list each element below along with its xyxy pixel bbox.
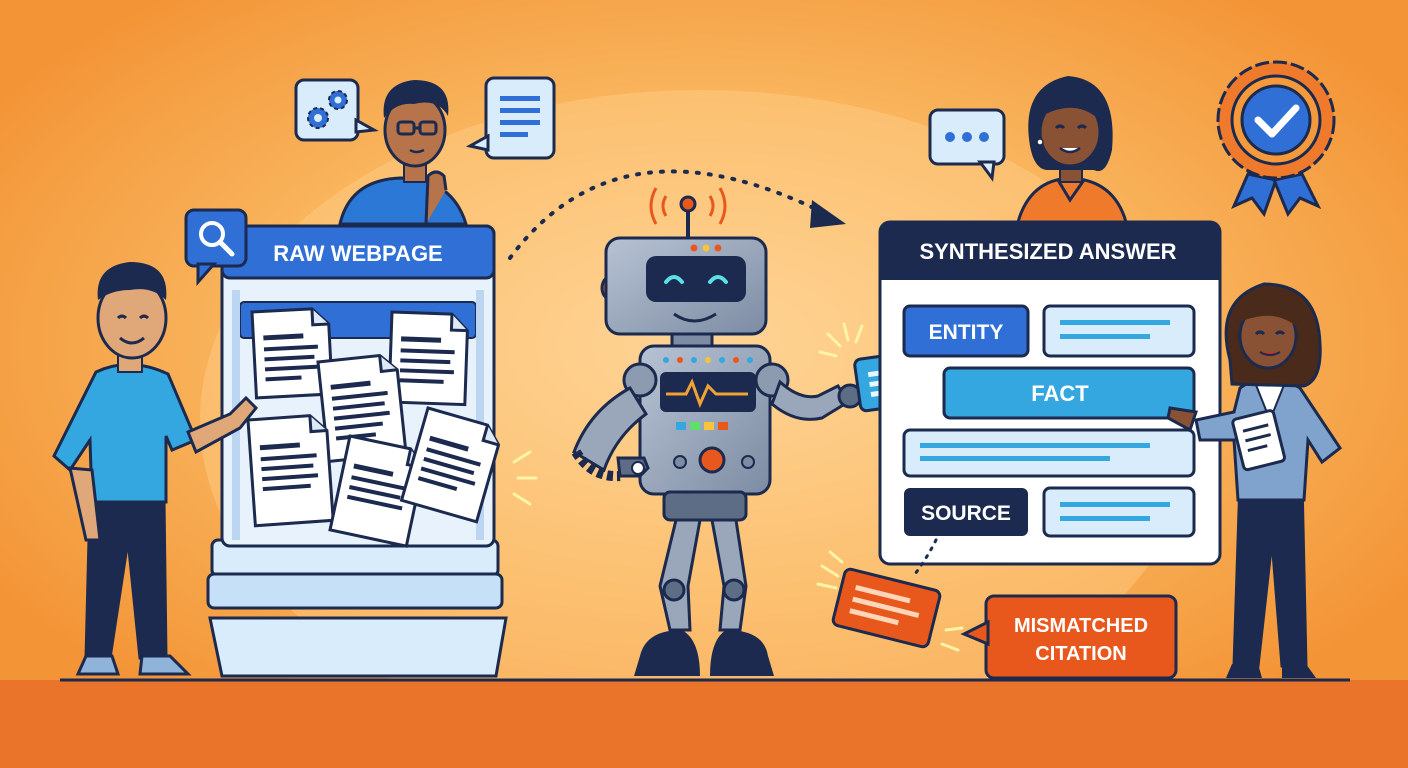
entity-label: ENTITY (929, 321, 1004, 344)
entity-chip (902, 304, 1030, 358)
source-label: SOURCE (921, 502, 1011, 525)
chat-dots-bubble (928, 108, 1006, 182)
document-icon (316, 353, 408, 464)
sparkle-icon (512, 450, 538, 506)
document-icon (250, 307, 334, 400)
flow-arrow (508, 169, 830, 260)
detail-field (902, 428, 1196, 478)
sparkle-icon (816, 550, 964, 652)
mismatched-label-line2: CITATION (1035, 643, 1126, 665)
document-icon (399, 406, 501, 524)
chat-lines-icon (500, 96, 540, 137)
scattered-documents (246, 307, 538, 548)
document-icon (246, 414, 335, 528)
search-icon (199, 221, 235, 257)
chat-dots-icon (945, 132, 989, 142)
person-blue-shirt-man (52, 262, 259, 676)
clipboard-icon (1231, 409, 1286, 472)
gears-bubble (294, 78, 379, 142)
source-value-field (1042, 486, 1196, 538)
flow-arrow-head (810, 200, 846, 228)
document-icon (328, 434, 425, 548)
sparkle-icon (818, 322, 864, 358)
search-bubble (184, 208, 248, 286)
mismatched-citation-card (831, 567, 942, 649)
person-orange-top-woman (1016, 76, 1128, 224)
source-chip (904, 488, 1028, 536)
fact-chip (942, 366, 1196, 420)
person-thinking-man (338, 80, 469, 226)
fact-label: FACT (1031, 381, 1089, 406)
raw-webpage-title: RAW WEBPAGE (273, 241, 442, 266)
mismatched-citation-alert (960, 594, 1178, 680)
person-pointing-woman (1166, 282, 1343, 678)
floor (0, 680, 1408, 768)
gears-icon (307, 90, 348, 129)
badge-check-icon (1216, 60, 1336, 218)
chat-lines-bubble (465, 76, 556, 160)
entity-value-field (1042, 304, 1196, 358)
synthesized-answer-title: SYNTHESIZED ANSWER (919, 239, 1176, 264)
robot-icon (571, 187, 863, 676)
mismatched-label-line1: MISMATCHED (1014, 615, 1148, 637)
